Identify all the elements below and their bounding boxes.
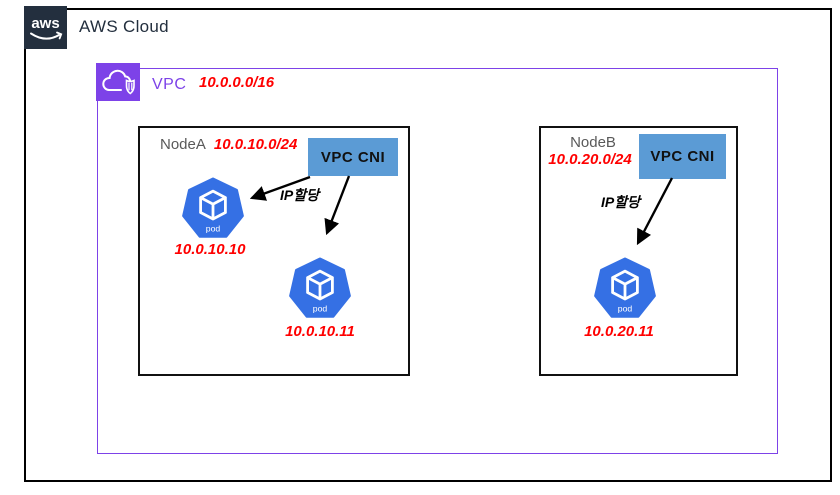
pod-text: pod [313, 303, 328, 313]
node-a-vpc-cni-box: VPC CNI [308, 138, 398, 176]
pod-cube [306, 269, 334, 301]
shield-icon [125, 79, 135, 95]
pod-text: pod [618, 303, 633, 313]
pod-ip: 10.0.10.10 [174, 241, 246, 258]
vpc-group: VPC 10.0.0.0/16 NodeA 10.0.10.0/24 VPC C… [96, 63, 778, 454]
node-a-cidr: 10.0.10.0/24 [213, 136, 298, 153]
vpc-icon [96, 63, 140, 101]
pod-icon: pod [594, 257, 656, 325]
vpc-icon-svg [102, 69, 135, 95]
aws-logo-text: aws [31, 15, 59, 32]
node-b-vpc-cni-box: VPC CNI [639, 134, 726, 179]
pod-icon: pod [182, 177, 244, 245]
aws-cloud-group-border [24, 8, 832, 482]
node-b-box: NodeB 10.0.20.0/24 VPC CNI pod 10.0.20.1… [539, 126, 738, 376]
node-b-vpc-cni-label: VPC CNI [650, 148, 715, 165]
vpc-label: VPC [152, 76, 187, 93]
node-a-name: NodeA [160, 136, 206, 153]
cloud-outline [102, 69, 132, 91]
aws-smile-curve [30, 32, 60, 40]
ip-assign-label-b: IP할당 [601, 194, 640, 210]
kubernetes-pod-icon: pod [289, 257, 351, 318]
aws-logo-svg: aws [30, 15, 63, 40]
node-a-vpc-cni-label: VPC CNI [320, 148, 386, 166]
pod-icon: pod [289, 257, 351, 325]
aws-cloud-title: AWS Cloud [79, 17, 169, 36]
pod-cube [199, 189, 227, 221]
node-b-name: NodeB [570, 134, 616, 151]
aws-logo-icon: aws [24, 6, 67, 49]
pod-ip: 10.0.10.11 [285, 323, 355, 340]
kubernetes-pod-icon: pod [182, 177, 244, 238]
pod-ip: 10.0.20.11 [584, 323, 654, 340]
kubernetes-pod-icon: pod [594, 257, 656, 318]
aws-smile-arrow-tip [56, 31, 63, 40]
node-a-box: NodeA 10.0.10.0/24 VPC CNI pod 10.0.10.1… [138, 126, 410, 376]
pod-cube [611, 269, 639, 301]
ip-assign-label-a: IP할당 [280, 187, 319, 203]
node-b-cidr: 10.0.20.0/24 [548, 151, 632, 168]
pod-text: pod [206, 223, 221, 233]
vpc-cidr: 10.0.0.0/16 [199, 74, 275, 91]
shield-stripes [128, 82, 133, 91]
